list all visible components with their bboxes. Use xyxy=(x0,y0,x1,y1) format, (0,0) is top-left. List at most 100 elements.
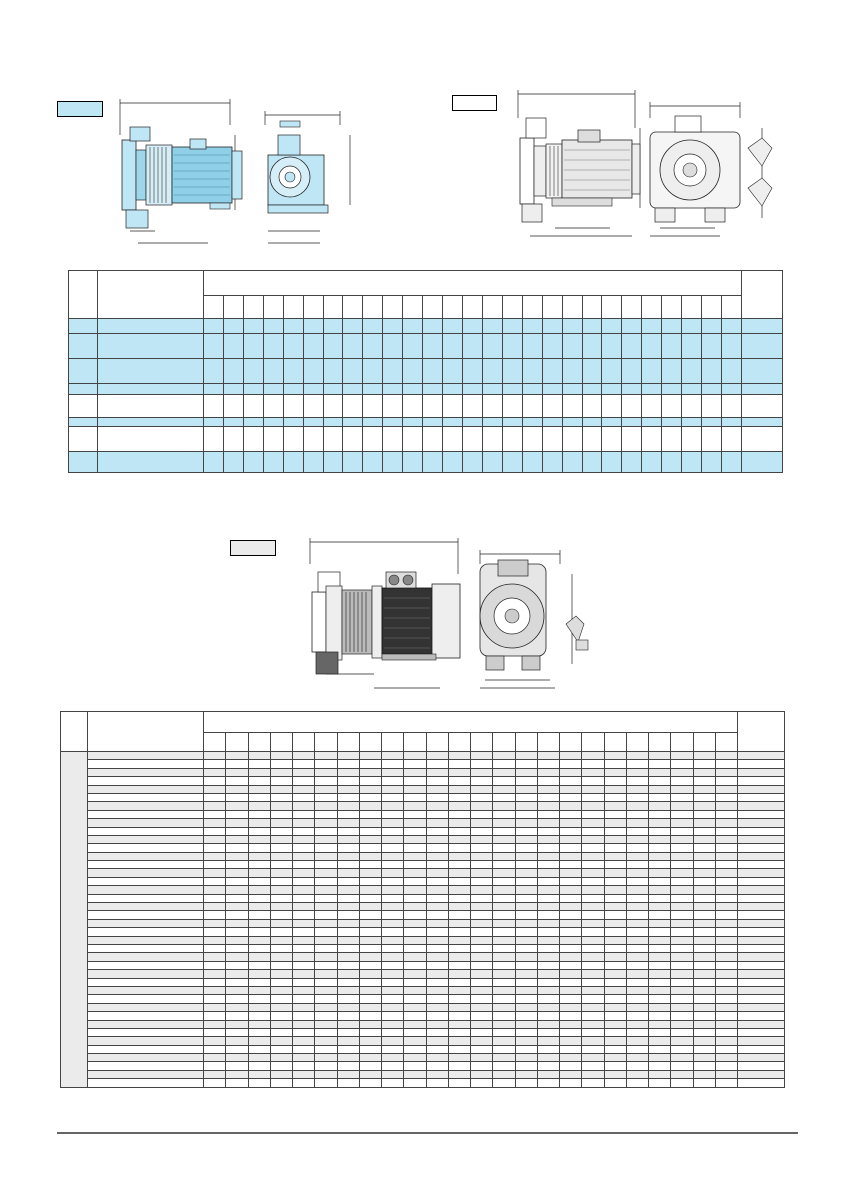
table-cell xyxy=(336,893,360,904)
table-cell xyxy=(202,918,227,929)
table-cell xyxy=(714,1061,739,1071)
table-cell xyxy=(492,893,516,904)
table-cell xyxy=(737,893,785,904)
table-cell xyxy=(603,732,627,752)
table-cell xyxy=(314,1027,338,1038)
table-cell xyxy=(202,927,227,937)
table-cell xyxy=(561,318,583,334)
table-cell xyxy=(87,1036,204,1046)
table-cell xyxy=(442,426,463,452)
table-cell xyxy=(269,1011,294,1021)
table-cell xyxy=(621,394,643,418)
table-cell xyxy=(68,358,98,384)
table-cell xyxy=(342,318,364,334)
table-cell xyxy=(336,994,360,1004)
table-cell xyxy=(447,1044,472,1055)
table-cell xyxy=(282,394,304,418)
table-cell xyxy=(60,751,88,1088)
table-cell xyxy=(714,977,739,987)
table-cell xyxy=(247,868,271,878)
table-cell xyxy=(202,943,227,954)
table-cell xyxy=(681,383,703,395)
table-cell xyxy=(269,1053,294,1063)
table-cell xyxy=(625,876,650,887)
table-cell xyxy=(380,732,405,752)
table-cell xyxy=(625,960,650,971)
table-cell xyxy=(536,885,561,895)
table-cell xyxy=(461,394,483,418)
table-cell xyxy=(269,826,294,836)
table-cell xyxy=(291,1053,316,1063)
table-cell xyxy=(647,851,672,862)
table-cell xyxy=(681,333,703,359)
table-cell xyxy=(581,1019,605,1029)
table-cell xyxy=(601,426,623,452)
table-row xyxy=(61,927,785,937)
table-cell xyxy=(603,1011,627,1021)
table-cell xyxy=(625,935,650,946)
table-cell xyxy=(358,851,383,862)
table-cell xyxy=(661,451,683,473)
table-cell xyxy=(382,295,404,319)
table-cell xyxy=(425,994,449,1004)
table-cell xyxy=(714,1036,739,1046)
table-cell xyxy=(87,776,204,786)
table-cell xyxy=(314,1036,338,1046)
table-cell xyxy=(670,935,694,946)
table-cell xyxy=(403,750,427,761)
table-cell xyxy=(692,818,716,828)
table-row xyxy=(61,868,785,878)
table-row xyxy=(68,426,783,452)
table-cell xyxy=(87,977,204,987)
table-cell xyxy=(625,1061,650,1071)
table-cell xyxy=(536,860,561,870)
table-cell xyxy=(514,750,538,761)
table-cell xyxy=(741,358,783,384)
table-cell xyxy=(670,1069,694,1080)
table-cell xyxy=(202,809,227,820)
table-cell xyxy=(558,1002,583,1013)
table-cell xyxy=(362,394,384,418)
table-cell xyxy=(336,935,360,946)
table-cell xyxy=(336,776,360,786)
table-cell xyxy=(262,394,284,418)
table-cell xyxy=(647,994,672,1004)
table-cell xyxy=(447,1002,472,1013)
table-cell xyxy=(670,776,694,786)
table-cell xyxy=(314,809,338,820)
table-cell xyxy=(269,759,294,769)
table-cell xyxy=(647,860,672,870)
table-cell xyxy=(269,918,294,929)
table-cell xyxy=(87,1053,204,1063)
table-cell xyxy=(601,333,623,359)
table-cell xyxy=(68,417,98,427)
table-cell xyxy=(202,801,227,811)
table-cell xyxy=(242,394,264,418)
table-cell xyxy=(514,792,538,803)
table-cell xyxy=(641,318,663,334)
table-cell xyxy=(670,767,694,778)
table-cell xyxy=(625,809,650,820)
table-cell xyxy=(541,383,563,395)
table-cell xyxy=(314,943,338,954)
table-cell xyxy=(714,952,739,962)
table-cell xyxy=(692,759,716,769)
table-cell xyxy=(692,876,716,887)
table-cell xyxy=(425,1078,449,1088)
table-cell xyxy=(714,1019,739,1029)
table-cell xyxy=(247,893,271,904)
table-cell xyxy=(447,960,472,971)
table-cell xyxy=(336,834,360,845)
table-cell xyxy=(603,1002,627,1013)
table-cell xyxy=(469,776,494,786)
table-cell xyxy=(561,394,583,418)
table-cell xyxy=(469,1053,494,1063)
table-cell xyxy=(447,1011,472,1021)
footer-rule xyxy=(57,1132,798,1134)
table-cell xyxy=(403,910,427,920)
table-cell xyxy=(514,943,538,954)
table-cell xyxy=(536,750,561,761)
table-cell xyxy=(601,394,623,418)
table-cell xyxy=(302,295,324,319)
table-cell xyxy=(203,295,224,319)
